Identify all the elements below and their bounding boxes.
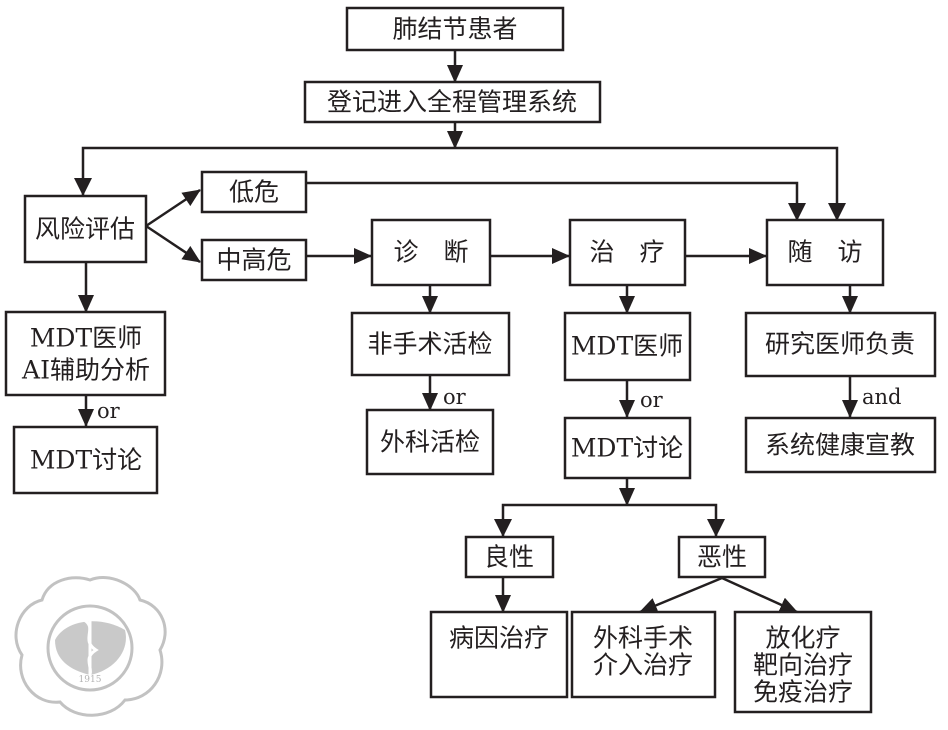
node-etiology-treatment: 病因治疗 <box>429 610 569 699</box>
node-low-risk: 低危 <box>200 170 308 214</box>
svg-text:恶性: 恶性 <box>697 543 747 572</box>
svg-text:登记进入全程管理系统: 登记进入全程管理系统 <box>327 88 577 117</box>
svg-text:AI辅助分析: AI辅助分析 <box>21 356 150 385</box>
svg-text:肺结节患者: 肺结节患者 <box>392 15 517 44</box>
svg-text:外科手术: 外科手术 <box>593 624 693 653</box>
svg-text:低危: 低危 <box>229 178 279 207</box>
svg-text:放化疗: 放化疗 <box>765 624 840 653</box>
svg-text:MDT讨论: MDT讨论 <box>571 434 683 463</box>
svg-text:MDT医师: MDT医师 <box>571 332 683 361</box>
node-mdt-doctor: MDT医师 <box>563 311 692 382</box>
svg-text:MDT医师: MDT医师 <box>30 324 142 353</box>
svg-text:非手术活检: 非手术活检 <box>367 330 492 359</box>
node-malignant: 恶性 <box>677 535 767 579</box>
svg-text:1915: 1915 <box>79 675 102 685</box>
node-surgical-biopsy: 外科活检 <box>365 408 495 476</box>
node-treatment: 治 疗 <box>568 218 687 287</box>
node-researcher: 研究医师负责 <box>744 311 937 378</box>
or-label-treatment: or <box>640 388 664 412</box>
connectors <box>74 50 858 614</box>
node-health-education: 系统健康宣教 <box>744 416 937 474</box>
node-benign: 良性 <box>464 535 555 579</box>
svg-text:病因治疗: 病因治疗 <box>449 624 549 653</box>
svg-text:良性: 良性 <box>484 543 534 572</box>
chinese-medical-association-logo: 1915 <box>14 576 167 717</box>
svg-text:中高危: 中高危 <box>216 246 291 275</box>
svg-text:诊 断: 诊 断 <box>393 238 468 267</box>
and-label: and <box>862 385 902 409</box>
node-followup: 随 访 <box>765 218 885 287</box>
svg-text:MDT讨论: MDT讨论 <box>30 446 142 475</box>
svg-text:系统健康宣教: 系统健康宣教 <box>765 431 915 460</box>
or-label-diagnosis: or <box>443 385 467 409</box>
svg-text:介入治疗: 介入治疗 <box>593 651 693 680</box>
node-diagnosis: 诊 断 <box>370 218 492 287</box>
node-mdt-ai: MDT医师 AI辅助分析 <box>4 310 167 397</box>
svg-text:免疫治疗: 免疫治疗 <box>753 678 853 707</box>
svg-text:治 疗: 治 疗 <box>589 238 664 267</box>
node-mdt-discussion-mid: MDT讨论 <box>563 416 692 480</box>
or-label-left: or <box>97 399 121 423</box>
node-register: 登记进入全程管理系统 <box>303 80 602 124</box>
node-patient: 肺结节患者 <box>345 6 565 52</box>
node-mdt-discussion-left: MDT讨论 <box>12 425 159 495</box>
svg-text:随 访: 随 访 <box>787 238 862 267</box>
svg-text:风险评估: 风险评估 <box>35 215 135 244</box>
svg-text:外科活检: 外科活检 <box>380 428 480 457</box>
node-mid-high-risk: 中高危 <box>200 238 308 282</box>
svg-text:研究医师负责: 研究医师负责 <box>765 330 915 359</box>
svg-text:靶向治疗: 靶向治疗 <box>753 651 853 680</box>
node-nonsurgical-biopsy: 非手术活检 <box>350 311 511 377</box>
node-risk-assessment: 风险评估 <box>23 194 148 264</box>
